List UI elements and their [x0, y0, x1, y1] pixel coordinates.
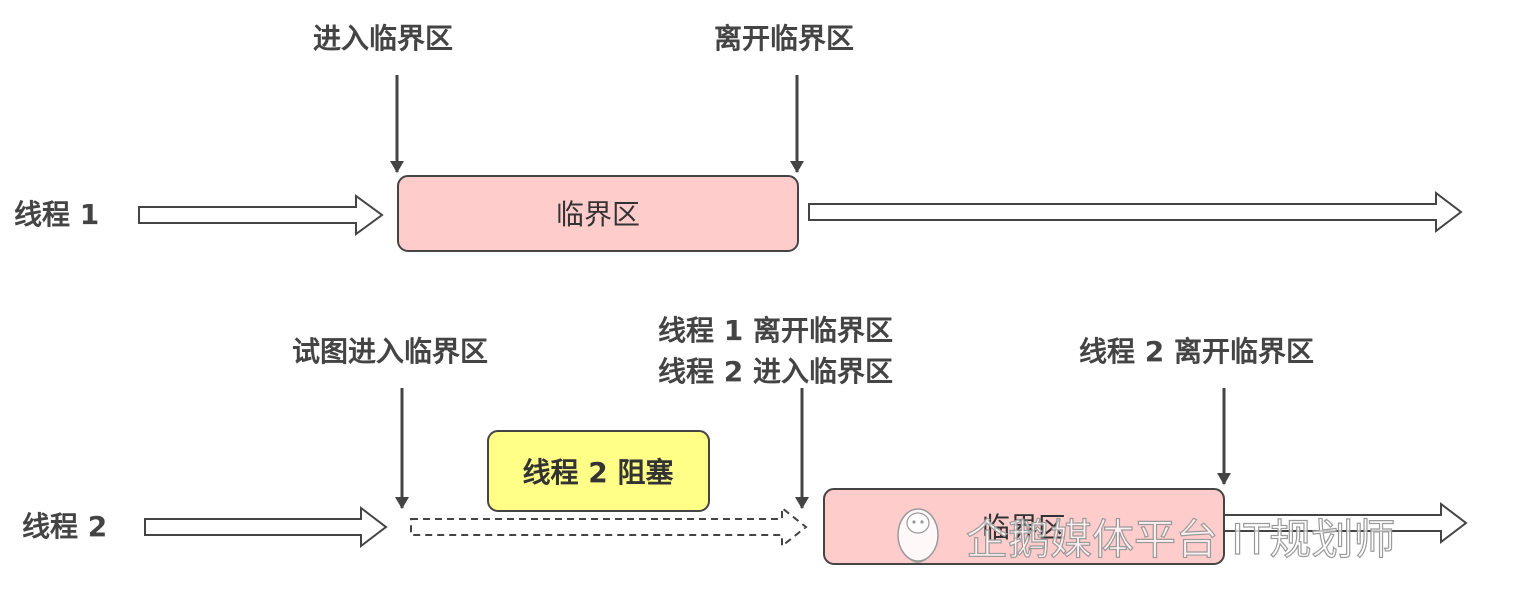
- thread-1-outgoing-arrow: [808, 190, 1463, 234]
- thread-2-blocked-label: 线程 2 阻塞: [523, 456, 674, 489]
- thread-1-critical-section-box: [397, 175, 799, 252]
- thread-2-outgoing-arrow: [1223, 501, 1468, 545]
- thread-2-blocked-dashed-arrow: [410, 505, 808, 549]
- thread-1-incoming-arrow: [138, 194, 384, 236]
- thread-2-critical-section-label: 临界区: [982, 511, 1066, 544]
- handoff-label-line-1: 线程 1 离开临界区: [658, 314, 893, 347]
- thread-2-label: 线程 2: [22, 510, 107, 543]
- watermark: 企鹅媒体平台 IT规划师: [897, 508, 1396, 565]
- penguin-icon: [897, 508, 939, 563]
- try-enter-critical-section-label: 试图进入临界区: [292, 335, 488, 368]
- watermark-text: 企鹅媒体平台 IT规划师: [966, 515, 1395, 564]
- thread-2-incoming-arrow: [144, 505, 388, 549]
- leave-critical-section-label: 离开临界区: [714, 22, 854, 55]
- thread-2-leave-label: 线程 2 离开临界区: [1079, 335, 1314, 368]
- handoff-label-line-2: 线程 2 进入临界区: [658, 355, 893, 388]
- thread-2-blocked-box: [487, 430, 710, 512]
- thread-1-label: 线程 1: [14, 198, 99, 231]
- thread-1-critical-section-label: 临界区: [556, 198, 640, 231]
- enter-critical-section-label: 进入临界区: [313, 22, 453, 55]
